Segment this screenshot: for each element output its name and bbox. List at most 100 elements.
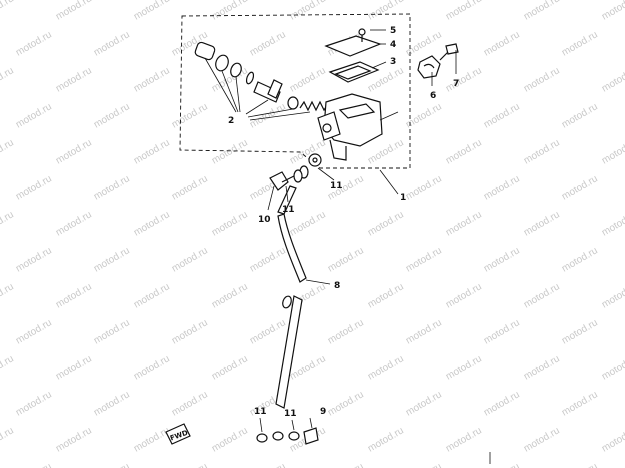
watermark-text: motod.ru	[210, 209, 250, 238]
watermark-text: motod.ru	[248, 461, 288, 468]
callout-9: 9	[320, 407, 326, 417]
watermark-text: motod.ru	[600, 65, 625, 94]
watermark-text: motod.ru	[210, 0, 250, 23]
watermark-text: motod.ru	[14, 245, 54, 274]
watermark-text: motod.ru	[92, 245, 132, 274]
piston-kit-group	[194, 41, 329, 121]
watermark-text: motod.ru	[132, 425, 172, 454]
watermark-text: motod.ru	[210, 137, 250, 166]
watermark-text: motod.ru	[54, 353, 94, 382]
watermark-text: motod.ru	[326, 317, 366, 346]
watermark-text: motod.ru	[522, 137, 562, 166]
watermark-text: motod.ru	[170, 101, 210, 130]
watermark-text: motod.ru	[404, 389, 444, 418]
watermark-text: motod.ru	[522, 425, 562, 454]
holder-bolt	[445, 43, 459, 55]
holder-bracket	[417, 55, 441, 79]
watermark-text: motod.ru	[482, 461, 522, 468]
watermark-text: motod.ru	[54, 65, 94, 94]
watermark-text: motod.ru	[170, 173, 210, 202]
callout-3: 3	[390, 57, 396, 67]
watermark-text: motod.ru	[600, 281, 625, 310]
watermark-text: motod.ru	[92, 317, 132, 346]
watermark-text: motod.ru	[92, 461, 132, 468]
watermark-text: motod.ru	[482, 245, 522, 274]
watermark-text: motod.ru	[444, 65, 484, 94]
watermark-text: motod.ru	[132, 353, 172, 382]
callout-1: 1	[400, 193, 406, 203]
watermark-text: motod.ru	[366, 209, 406, 238]
watermark-text: motod.ru	[326, 245, 366, 274]
watermark-text: motod.ru	[522, 353, 562, 382]
watermark-text: motod.ru	[600, 209, 625, 238]
watermark-text: motod.ru	[14, 317, 54, 346]
watermark-text: motod.ru	[482, 101, 522, 130]
watermark-text: motod.ru	[522, 209, 562, 238]
watermark-text: motod.ru	[132, 281, 172, 310]
watermark-text: motod.ru	[92, 389, 132, 418]
watermark-text: motod.ru	[14, 173, 54, 202]
callout-5: 5	[390, 26, 396, 36]
watermark-text: motod.ru	[248, 317, 288, 346]
watermark-text: motod.ru	[288, 137, 328, 166]
watermark-text: motod.ru	[522, 281, 562, 310]
watermark-text: motod.ru	[600, 0, 625, 23]
watermark-text: motod.ru	[482, 173, 522, 202]
watermark-text: motod.ru	[560, 245, 600, 274]
piston-seal	[287, 96, 299, 110]
watermark-text: motod.ru	[444, 0, 484, 23]
piston-head	[267, 79, 283, 99]
watermark-text: motod.ru	[210, 425, 250, 454]
watermark-text: motod.ru	[444, 137, 484, 166]
watermark-text: motod.ru	[0, 281, 16, 310]
lower-union-bolt-group	[256, 417, 319, 445]
upper-union-bolt-group	[269, 153, 322, 191]
piston-cup	[194, 41, 216, 61]
watermark-text: motod.ru	[482, 317, 522, 346]
watermark-text: motod.ru	[600, 425, 625, 454]
watermark-text: motod.ru	[288, 0, 328, 23]
watermark-text: motod.ru	[366, 0, 406, 23]
watermark-text: motod.ru	[0, 209, 16, 238]
watermark-text: motod.ru	[560, 389, 600, 418]
watermark-text: motod.ru	[482, 389, 522, 418]
callout-11-lower-right: 11	[284, 409, 297, 419]
watermark-text: motod.ru	[444, 281, 484, 310]
watermark-text: motod.ru	[560, 29, 600, 58]
watermark-text: motod.ru	[444, 209, 484, 238]
o-ring	[245, 71, 255, 85]
watermark-text: motod.ru	[132, 65, 172, 94]
watermark-text: motod.ru	[326, 389, 366, 418]
cap-screw	[358, 28, 366, 36]
watermark-text: motod.ru	[0, 353, 16, 382]
callout-4: 4	[390, 40, 396, 50]
watermark-text: motod.ru	[366, 425, 406, 454]
watermark-text: motod.ru	[444, 353, 484, 382]
seal-ring	[230, 62, 242, 78]
watermark-text: motod.ru	[14, 29, 54, 58]
watermark-text: motod.ru	[326, 461, 366, 468]
watermark-text: motod.ru	[600, 137, 625, 166]
watermark-text: motod.ru	[54, 425, 94, 454]
watermark-text: motod.ru	[54, 209, 94, 238]
watermark-text: motod.ru	[0, 65, 16, 94]
watermark-text: motod.ru	[54, 0, 94, 23]
watermark-text: motod.ru	[522, 65, 562, 94]
watermark-text: motod.ru	[92, 101, 132, 130]
watermark-text: motod.ru	[444, 425, 484, 454]
assembly-boundary	[179, 13, 411, 169]
watermark-text: motod.ru	[248, 29, 288, 58]
master-cylinder-body	[317, 93, 383, 161]
callout-8: 8	[334, 281, 340, 291]
watermark-text: motod.ru	[170, 461, 210, 468]
callout-11-upper-left: 11	[282, 205, 295, 215]
watermark-text: motod.ru	[170, 389, 210, 418]
watermark-text: motod.ru	[54, 281, 94, 310]
watermark-text: motod.ru	[210, 281, 250, 310]
callout-11-lower-left: 11	[254, 407, 267, 417]
return-spring	[299, 100, 329, 112]
seal-ring	[215, 54, 229, 72]
watermark-text: motod.ru	[132, 0, 172, 23]
